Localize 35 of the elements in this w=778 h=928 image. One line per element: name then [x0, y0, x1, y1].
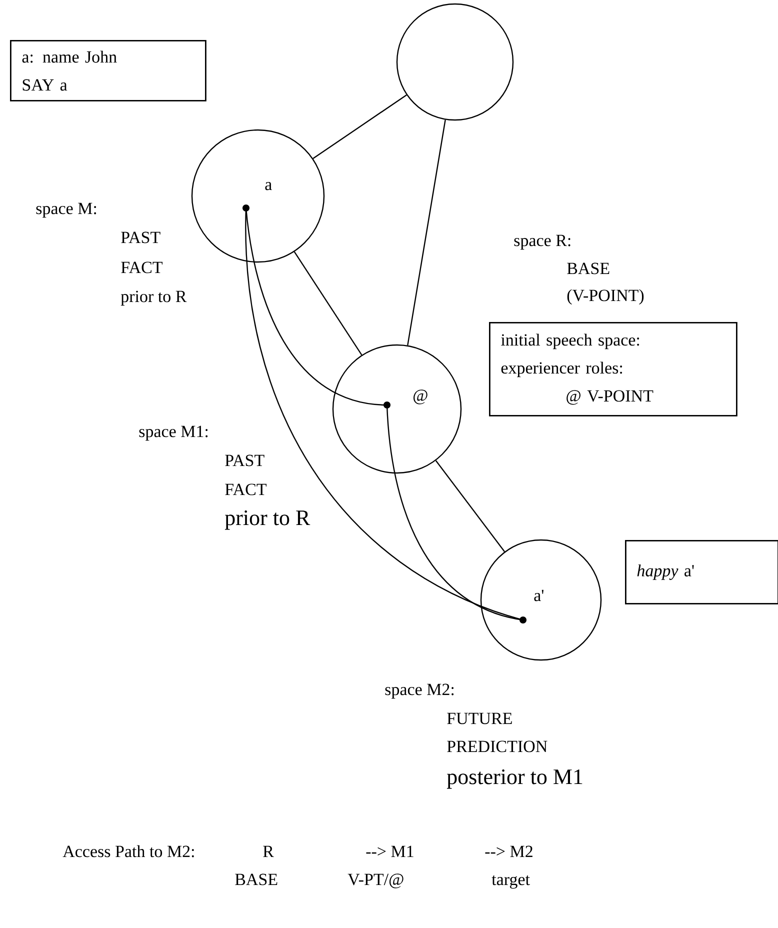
path-label: --> M1 — [366, 846, 414, 857]
note-box: happy a' — [625, 540, 778, 604]
element-label: a — [265, 182, 272, 190]
space-label: space M1: — [139, 426, 208, 441]
space-label: FACT — [121, 262, 162, 274]
path-label: R — [263, 846, 274, 857]
space-label: prior to R — [224, 510, 310, 530]
element-dot — [242, 204, 250, 212]
space-label: space R: — [514, 234, 570, 250]
space-label: FUTURE — [447, 712, 512, 724]
element-dot — [520, 616, 526, 624]
element-label: @ — [414, 390, 428, 404]
space-label: space M2: — [385, 684, 454, 699]
element-label: a' — [534, 590, 544, 602]
path-label: --> M2 — [485, 846, 532, 857]
link-line — [407, 120, 446, 346]
space-label: PAST — [225, 454, 264, 466]
link-line — [312, 94, 407, 160]
space-label: PAST — [121, 232, 160, 244]
note-box: initial speech space: experiencer roles: @ V-POINT — [489, 322, 738, 416]
link-line — [294, 251, 362, 356]
space-label: posterior to M1 — [446, 769, 582, 789]
note-box: a: name John SAY a — [10, 40, 206, 102]
space-label: space M: — [36, 202, 96, 218]
link-line — [435, 460, 505, 552]
space-label: PREDICTION — [447, 740, 548, 752]
path-label: BASE — [235, 874, 278, 886]
space-label: (V-POINT) — [567, 289, 644, 305]
space-label: prior to R — [120, 290, 187, 306]
space-label: FACT — [225, 484, 266, 496]
space-label: BASE — [567, 262, 610, 274]
path-label: Access Path to M2: — [62, 845, 194, 858]
path-label: target — [492, 875, 530, 889]
path-label: V-PT/@ — [348, 874, 404, 888]
element-dot — [384, 402, 390, 408]
